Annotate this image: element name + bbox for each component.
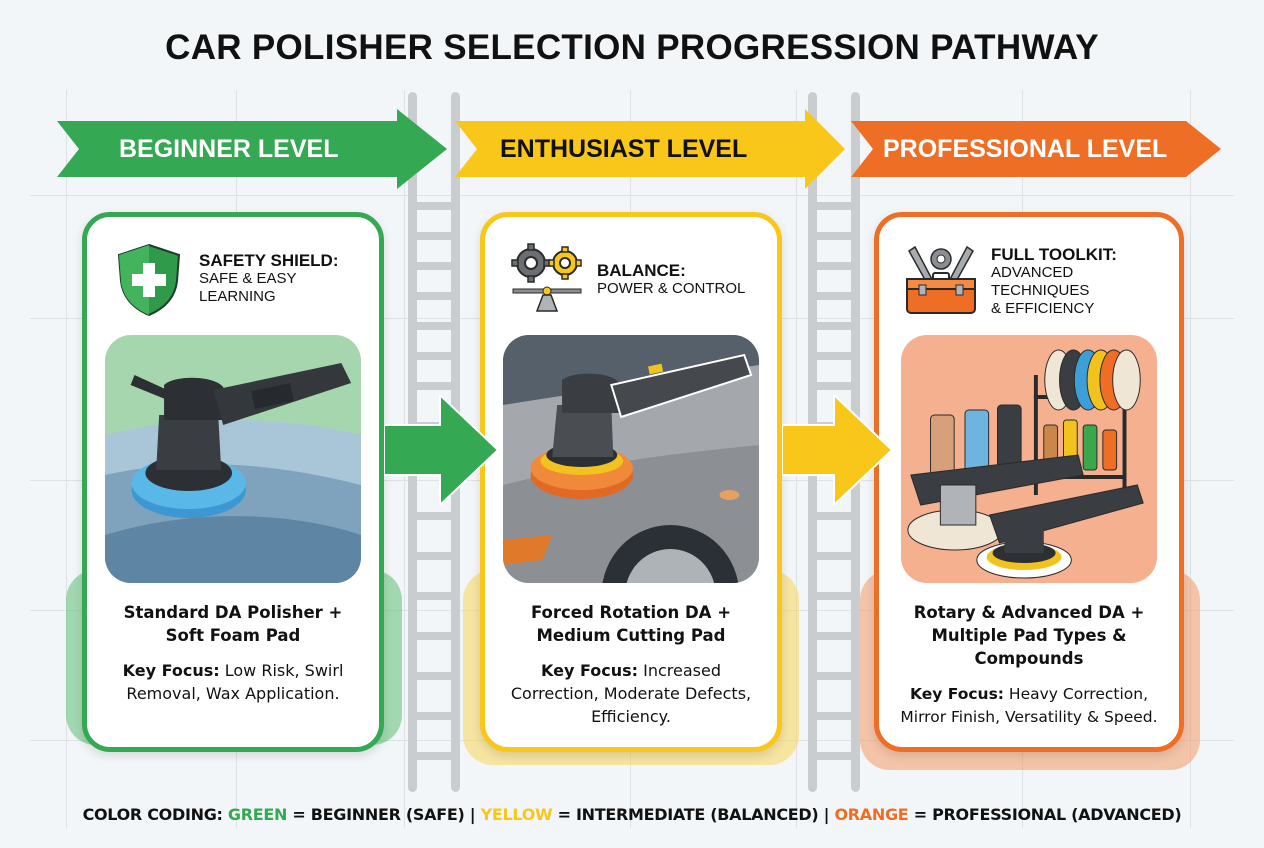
focus-label: Key Focus: <box>122 661 220 680</box>
illustration-da-polisher-blue-pad <box>105 335 361 583</box>
product-line: Forced Rotation DA + <box>530 603 732 622</box>
legend-orange-text: = PROFESSIONAL (ADVANCED) <box>908 805 1182 824</box>
illustration-rotary-and-da-with-pad-rack <box>901 335 1157 583</box>
focus-text: Increased <box>638 661 721 680</box>
card-beginner: SAFETY SHIELD: SAFE & EASY LEARNING Stan… <box>82 212 384 752</box>
head-sub: SAFE & EASY <box>199 270 297 287</box>
focus-label: Key Focus: <box>541 661 639 680</box>
head-title: BALANCE: <box>597 261 686 280</box>
head-sub: & EFFICIENCY <box>991 300 1095 317</box>
banner-enthusiast: ENTHUSIAST LEVEL <box>455 109 845 189</box>
focus-text: Efficiency. <box>591 707 671 726</box>
banner-label: ENTHUSIAST LEVEL <box>500 135 748 163</box>
head-sub: POWER & CONTROL <box>597 280 746 297</box>
product-line: Soft Foam Pad <box>165 626 301 645</box>
progress-arrow-yellow <box>782 395 894 505</box>
progress-arrow-green <box>384 395 500 505</box>
legend-prefix: COLOR CODING: <box>82 805 228 824</box>
focus-text: Low Risk, Swirl <box>219 661 344 680</box>
gears-balance-scale-icon <box>511 243 582 312</box>
card-professional: FULL TOOLKIT: ADVANCED TECHNIQUES & EFFI… <box>874 212 1184 752</box>
page-title: CAR POLISHER SELECTION PROGRESSION PATHW… <box>165 28 1099 67</box>
product-line: Compounds <box>974 649 1084 668</box>
shield-plus-icon <box>117 243 181 317</box>
illustration-forced-rotation-da-orange-pad <box>503 335 759 583</box>
color-coding-legend: COLOR CODING: GREEN = BEGINNER (SAFE) | … <box>0 805 1264 824</box>
head-sub: TECHNIQUES <box>991 282 1090 299</box>
head-sub: LEARNING <box>199 288 276 305</box>
legend-yellow: YELLOW <box>480 805 553 824</box>
product-line: Rotary & Advanced DA + <box>913 603 1145 622</box>
banner-beginner: BEGINNER LEVEL <box>57 109 447 189</box>
banner-label: PROFESSIONAL LEVEL <box>883 135 1168 163</box>
legend-orange: ORANGE <box>834 805 909 824</box>
toolbox-wrenches-icon <box>906 245 976 314</box>
banner-label: BEGINNER LEVEL <box>119 135 339 163</box>
focus-text: Correction, Moderate Defects, <box>510 684 752 703</box>
card-enthusiast: BALANCE: POWER & CONTROL Forced Rotation… <box>480 212 782 752</box>
banner-professional: PROFESSIONAL LEVEL <box>851 115 1221 183</box>
focus-label: Key Focus: <box>909 685 1004 703</box>
legend-green-text: = BEGINNER (SAFE) | <box>287 805 481 824</box>
head-title: SAFETY SHIELD: <box>199 251 339 270</box>
head-title: FULL TOOLKIT: <box>991 245 1117 264</box>
legend-yellow-text: = INTERMEDIATE (BALANCED) | <box>552 805 835 824</box>
product-line: Multiple Pad Types & <box>931 626 1127 645</box>
head-sub: ADVANCED <box>991 264 1074 281</box>
focus-text: Heavy Correction, <box>1004 685 1149 703</box>
focus-text: Mirror Finish, Versatility & Speed. <box>900 708 1158 726</box>
legend-green: GREEN <box>227 805 288 824</box>
product-line: Standard DA Polisher + <box>123 603 343 622</box>
focus-text: Removal, Wax Application. <box>126 684 340 703</box>
product-line: Medium Cutting Pad <box>536 626 726 645</box>
